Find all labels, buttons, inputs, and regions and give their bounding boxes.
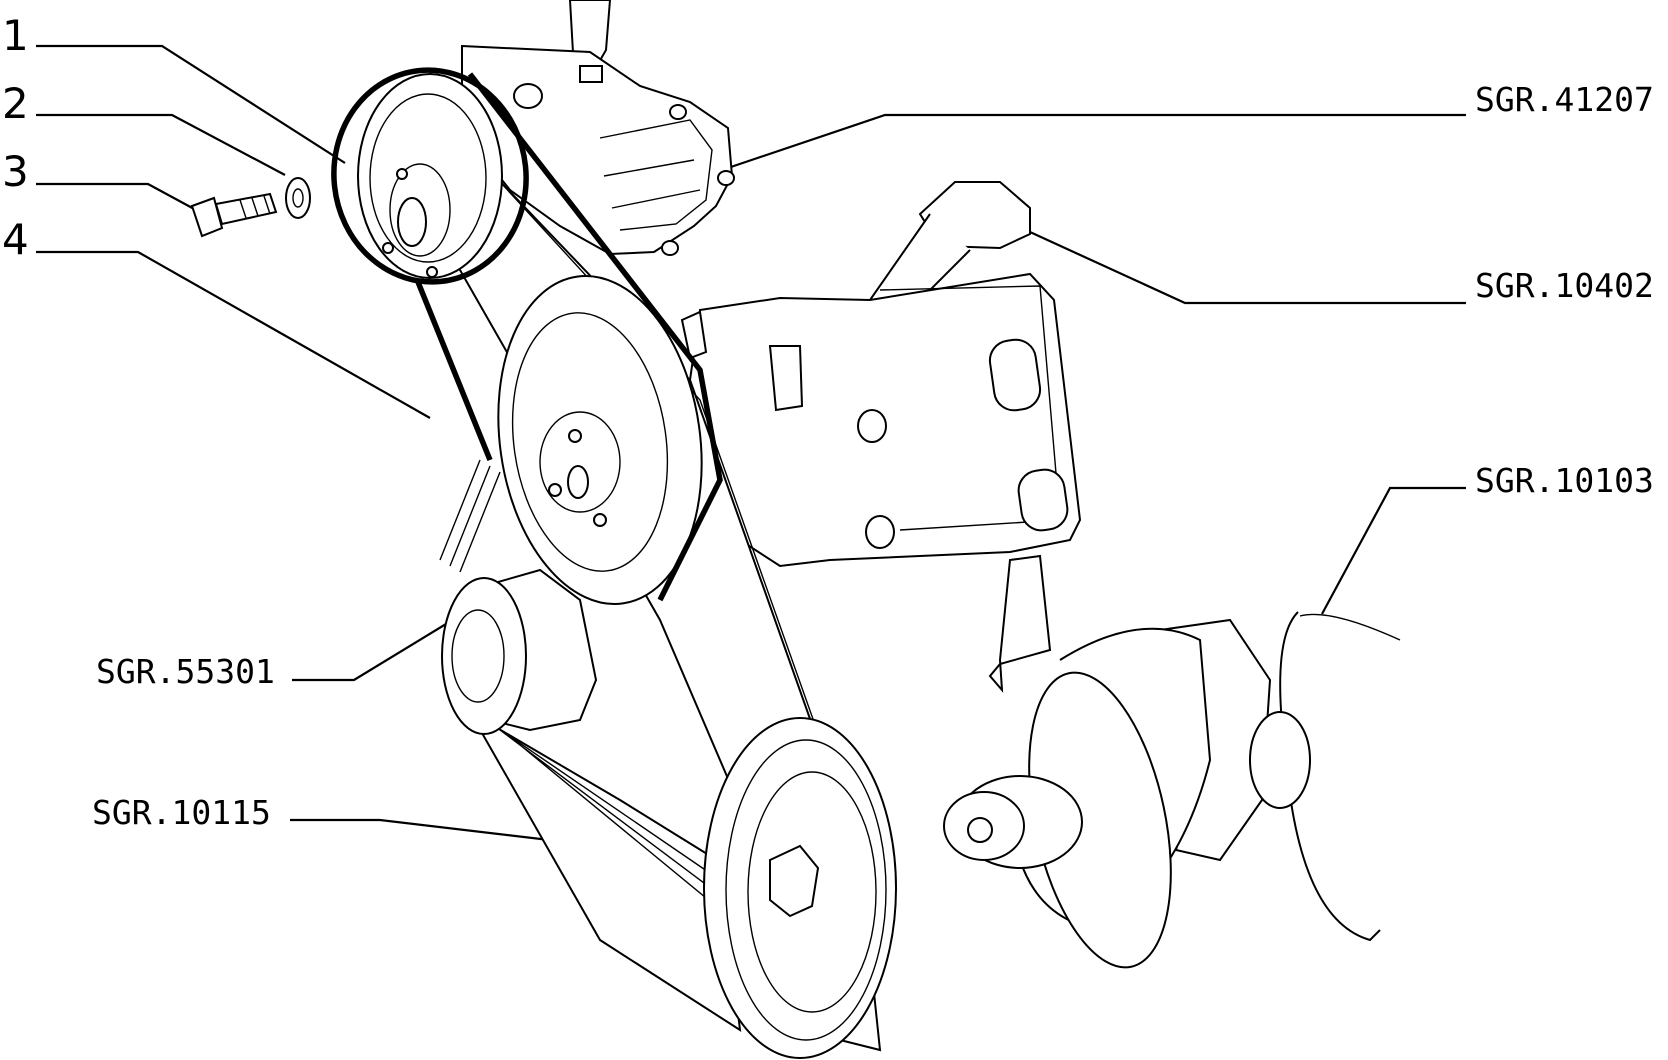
crankshaft-block-edge: [1299, 613, 1401, 641]
washer-outer: [285, 177, 311, 219]
pump-rear-cover: [599, 119, 713, 231]
callout-3-leader: [36, 182, 197, 211]
crankshaft-main-journal: [1249, 711, 1311, 809]
callout-2: 2: [2, 79, 286, 176]
callout-2-number: 2: [2, 79, 29, 128]
bolt-thread: [239, 195, 271, 219]
ref-steering-pump-leader: [715, 113, 1466, 174]
callout-1-leader: [36, 44, 346, 164]
pump-fitting: [579, 65, 603, 83]
steering-pump-pulley: [331, 67, 723, 602]
idler-pulley-outer: [497, 275, 703, 605]
washer: [285, 177, 311, 219]
ref-crankshaft-label: SGR.10103: [1475, 461, 1654, 500]
ref-crank-pulley-belt-leader: [290, 818, 601, 848]
belt-lower-ribs: [485, 719, 729, 917]
ref-tensioner-leader: [292, 623, 447, 682]
crank-pulley-hub: [769, 844, 820, 918]
callout-4: 4: [2, 215, 431, 419]
belt-lower-run: [467, 709, 742, 1032]
crank-pulley-groove: [725, 739, 887, 1041]
pump-port: [513, 83, 543, 109]
crankshaft: [943, 611, 1401, 969]
bracket-lower-foot: [988, 554, 1052, 693]
belt-around-pump-pulley: [331, 67, 529, 285]
pump-pulley-rim: [369, 93, 487, 263]
ref-crank-pulley-belt-label: SGR.10115: [92, 793, 271, 832]
pump-bracket: [680, 181, 1082, 693]
idler-bolt-1: [568, 429, 582, 443]
callout-3: 3: [2, 147, 197, 211]
bracket-left-bolt: [680, 310, 708, 360]
tensioner-pulley-wheel: [441, 577, 527, 735]
pump-pulley-hole-2: [382, 242, 394, 254]
callout-4-number: 4: [2, 215, 29, 264]
pump-rib-1: [603, 159, 695, 177]
bracket-bolt-2: [865, 515, 895, 549]
idler-pulley-center: [567, 465, 589, 499]
pump-bolt-3: [661, 240, 679, 256]
pump-bolt-1: [669, 104, 687, 120]
bracket-bolt-1: [857, 409, 887, 443]
ref-steering-pump: SGR.41207: [715, 80, 1654, 174]
ref-bracket-label: SGR.10402: [1475, 266, 1654, 305]
callout-1-number: 1: [2, 11, 29, 60]
pump-rib-2: [611, 189, 701, 209]
bracket-plate-edge: [879, 285, 1061, 531]
washer-hole: [292, 188, 304, 208]
pump-pulley-hole-3: [426, 266, 438, 278]
idler-pulley: [497, 275, 703, 605]
bracket-stud: [768, 345, 804, 412]
crank-pulley: [703, 717, 897, 1059]
callout-3-number: 3: [2, 147, 29, 196]
ref-steering-pump-label: SGR.41207: [1475, 80, 1654, 119]
idler-bolt-2: [548, 483, 562, 497]
bolt: [190, 192, 278, 238]
bold-belt-right-run: [467, 72, 723, 602]
ref-crankshaft-leader: [1321, 486, 1466, 615]
bracket-slot-upper: [988, 338, 1042, 412]
ref-crankshaft: SGR.10103: [1321, 461, 1654, 615]
ref-tensioner: SGR.55301: [96, 623, 447, 691]
pump-pulley-outer: [357, 73, 503, 279]
pump-pulley-hub: [389, 163, 451, 257]
idler-pulley-hub: [539, 411, 621, 513]
ref-tensioner-label: SGR.55301: [96, 652, 275, 691]
ref-bracket-leader: [1029, 230, 1466, 305]
pump-bolt-2: [717, 170, 735, 186]
crankshaft-center-bore: [967, 817, 993, 843]
steering-pump: [461, 0, 735, 256]
bracket-slot-lower: [1017, 468, 1069, 532]
bolt-head: [190, 196, 224, 238]
bold-belt-left-run: [415, 280, 493, 462]
tensioner-pulley: [441, 568, 598, 735]
callout-4-leader: [36, 250, 431, 419]
bolt-shank: [214, 192, 278, 226]
idler-pulley-rim: [511, 312, 669, 572]
pump-pulley-bore: [397, 197, 427, 247]
belt-left-run-ribs: [439, 459, 501, 573]
pump-pulley-hole-1: [396, 168, 408, 180]
idler-bolt-3: [593, 513, 607, 527]
ref-crank-pulley-belt: SGR.10115: [92, 793, 601, 848]
crank-pulley-face: [747, 771, 877, 1013]
ref-bracket: SGR.10402: [1029, 230, 1654, 305]
callout-2-leader: [36, 113, 286, 176]
tensioner-pulley-inner: [451, 609, 505, 703]
callout-1: 1: [2, 11, 346, 164]
